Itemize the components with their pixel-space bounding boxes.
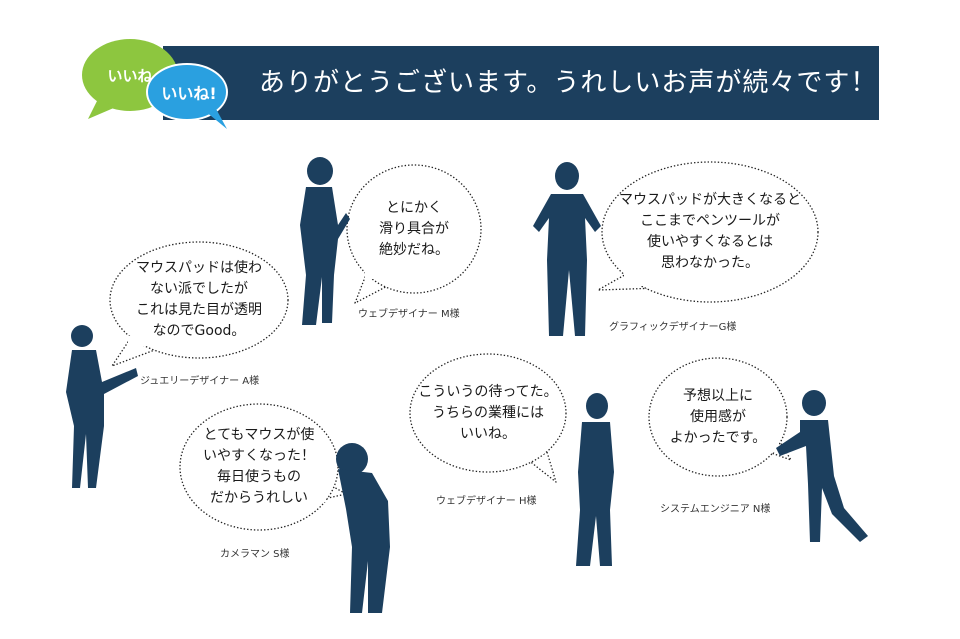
header-banner: ありがとうございます。うれしいお声が続々です！ [163,46,879,120]
page-title: ありがとうございます。うれしいお声が続々です！ [259,68,878,98]
testimonial-bubble-s: とてもマウスが使 いやすくなった！ 毎日使うもの だからうれしい [178,402,347,532]
testimonial-bubble-g: マウスパッドが大きくなると ここまでペンツールが 使いやすくなるとは 思わなかっ… [597,160,820,304]
testimonial-line: とにかく [386,199,442,216]
person-silhouette-a [62,322,142,488]
testimonial-line: 使用感が [689,408,746,425]
testimonial-author: ウェブデザイナー M様 [358,309,460,320]
speech-bubble-outline [597,161,819,303]
testimonial-line: 滑り具合が [379,220,449,237]
testimonial-line: なのでGood。 [152,323,246,339]
testimonial-line: これは見た目が透明 [136,302,262,318]
testimonial-line: いやすくなった！ [203,448,315,464]
testimonial-line: マウスパッドは使わ [136,260,262,276]
person-silhouette-n [774,390,870,542]
speech-bubble-outline [409,353,567,483]
speech-bubble-outline [346,164,482,304]
testimonial-line: いいね。 [460,425,516,442]
person-silhouette-s [328,443,398,615]
testimonial-line: ない派でしたが [150,281,248,297]
speech-bubble-outline [179,403,347,531]
testimonial-bubble-m: とにかく 滑り具合が 絶妙だね。 [345,163,483,304]
testimonial-line: だからうれしい [210,490,308,506]
sticker-green-label: いいね [107,67,153,85]
testimonial-bubble-a: マウスパッドは使わ ない派でしたが これは見た目が透明 なのでGood。 [108,240,290,367]
speech-bubble-outline [109,241,289,367]
testimonial-author: カメラマン S様 [220,549,290,560]
testimonial-line: 思わなかった。 [661,255,759,271]
testimonial-line: マウスパッドが大きくなると [619,192,801,208]
testimonial-author: ジュエリーデザイナー A様 [140,376,260,387]
testimonial-line: 予想以上に [682,387,753,404]
testimonial-line: うちらの業種には [432,404,544,421]
testimonial-line: こういうの待ってた。 [418,383,558,400]
testimonial-line: 使いやすくなるとは [647,234,773,250]
speech-bubble-icon [146,63,228,129]
testimonial-line: とてもマウスが使 [203,427,315,443]
testimonial-author: システムエンジニア N様 [660,504,771,515]
testimonial-line: よかったです。 [669,429,767,446]
testimonial-line: ここまでペンツールが [640,213,780,229]
sticker-blue-label: いいね! [161,84,217,103]
person-silhouette-h [570,392,620,568]
testimonial-line: 絶妙だね。 [379,241,449,258]
testimonial-bubble-n: 予想以上に 使用感が よかったです。 [647,356,792,478]
testimonial-author: グラフィックデザイナーG様 [609,322,737,333]
testimonial-line: 毎日使うもの [217,469,301,485]
person-silhouette-g [527,160,607,336]
testimonial-bubble-h: こういうの待ってた。 うちらの業種には いいね。 [408,352,568,483]
like-sticker-blue: いいね! [143,63,235,131]
person-silhouette-m [292,155,352,327]
testimonial-author: ウェブデザイナー H様 [436,496,537,507]
